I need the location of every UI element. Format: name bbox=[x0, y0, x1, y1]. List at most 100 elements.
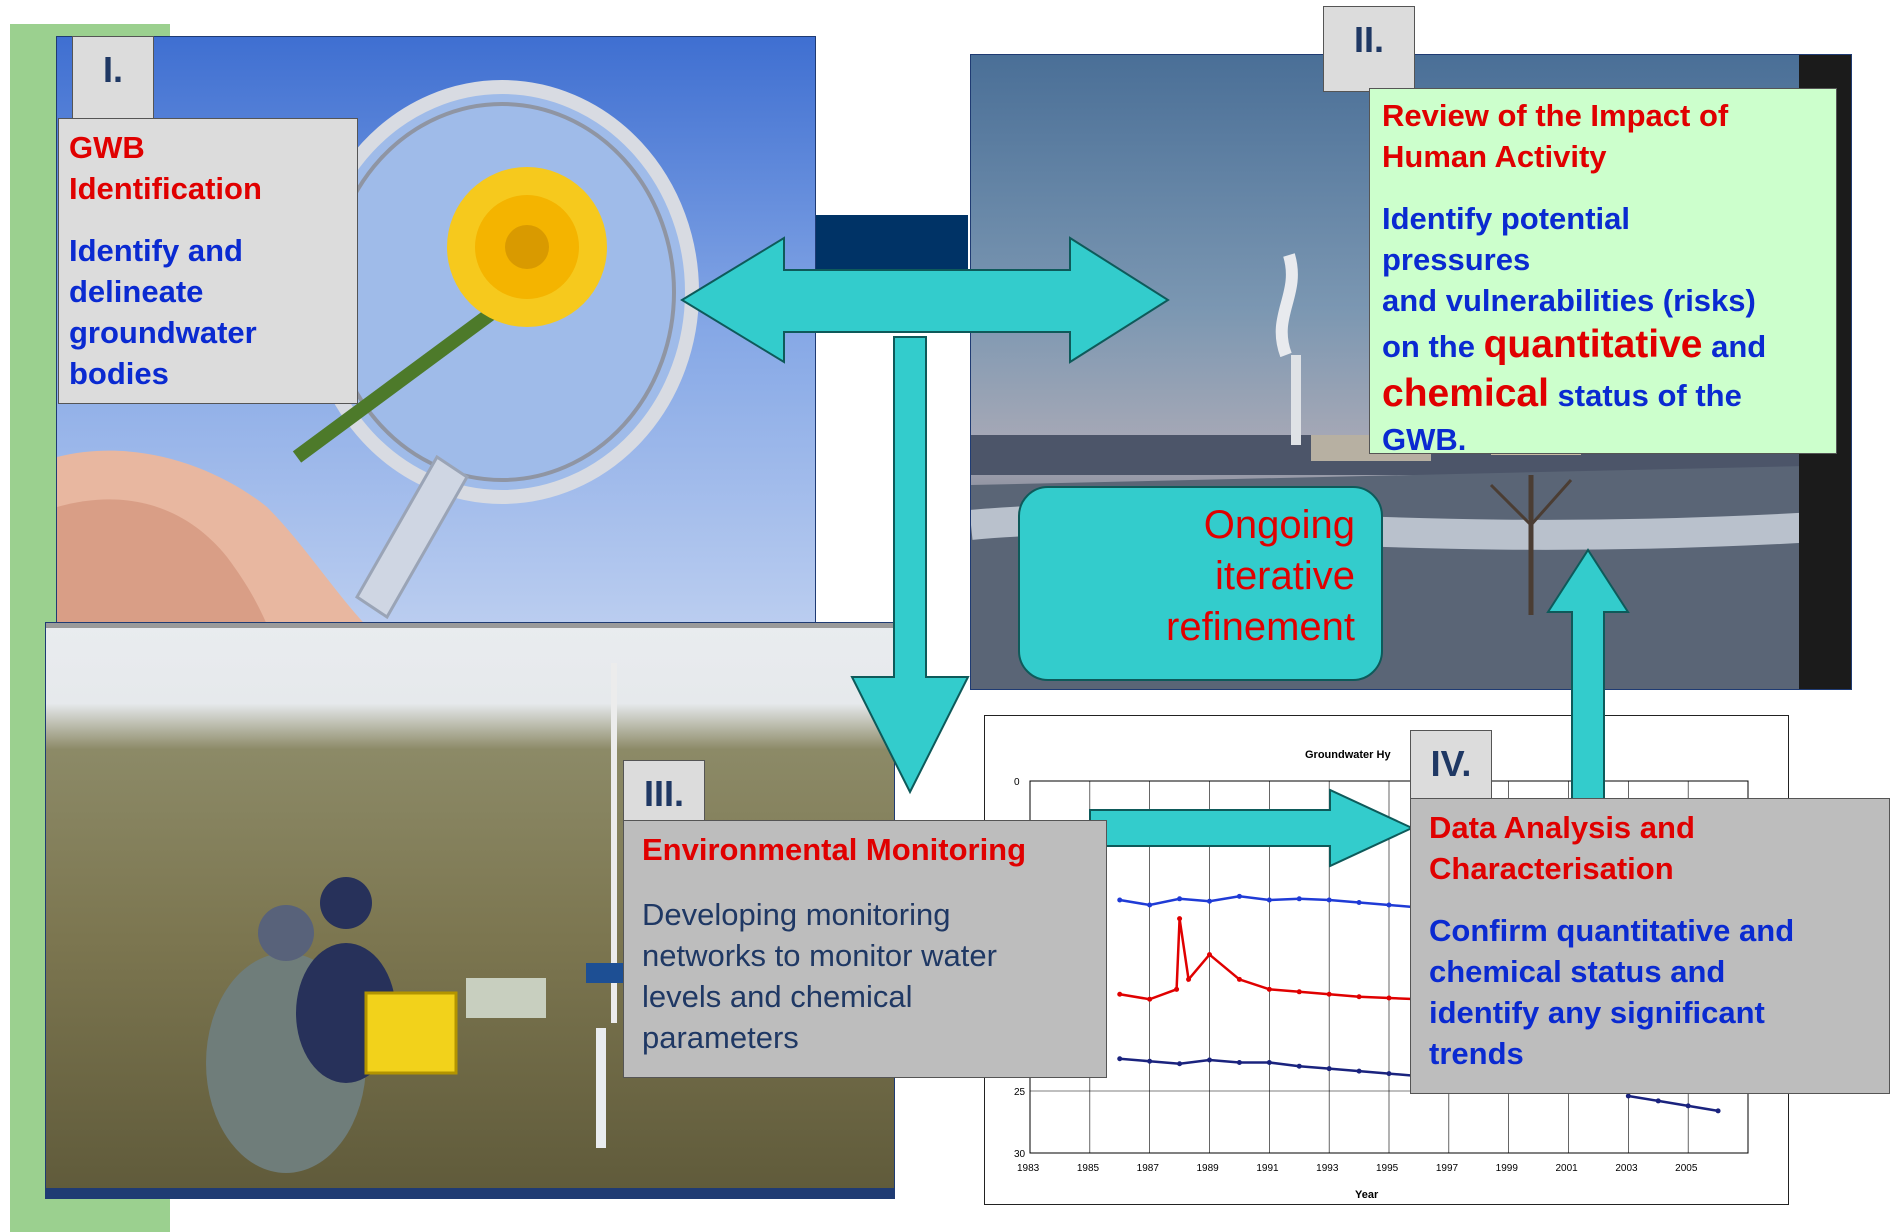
x-tick-label: 1985 bbox=[1077, 1163, 1100, 1174]
stage-2-body-line1: Identify potential bbox=[1382, 201, 1630, 236]
iterative-refinement-callout: Ongoing iterative refinement bbox=[1018, 486, 1383, 681]
x-tick-label: 1995 bbox=[1376, 1163, 1399, 1174]
stage-3-body-line2: networks to monitor water bbox=[642, 938, 997, 973]
series-point bbox=[1177, 916, 1183, 922]
chart-xlabel: Year bbox=[1355, 1189, 1379, 1201]
stage-4-body-line3: identify any significant bbox=[1429, 995, 1765, 1030]
series-point bbox=[1147, 902, 1153, 908]
stage-4-body-line1: Confirm quantitative and bbox=[1429, 913, 1795, 948]
series-point bbox=[1326, 897, 1332, 903]
series-point bbox=[1117, 991, 1123, 997]
series-point bbox=[1236, 976, 1242, 982]
x-tick-label: 2003 bbox=[1615, 1163, 1638, 1174]
double-arrow bbox=[680, 236, 1170, 364]
stage-4-box: Data Analysis and Characterisation Confi… bbox=[1410, 798, 1890, 1094]
stage-2-body-line6: GWB. bbox=[1382, 422, 1467, 454]
series-point bbox=[1207, 1057, 1212, 1063]
stage-2-body-line3: and vulnerabilities (risks) bbox=[1382, 283, 1756, 318]
series-point bbox=[1147, 996, 1153, 1002]
series-point bbox=[1186, 976, 1192, 982]
stage-1-title-line2: Identification bbox=[69, 171, 262, 206]
series-point bbox=[1236, 893, 1242, 899]
callout-line2: iterative bbox=[1214, 554, 1355, 598]
y-tick-label: 25 bbox=[1014, 1087, 1026, 1098]
series-point bbox=[1266, 986, 1272, 992]
x-tick-label: 1997 bbox=[1436, 1163, 1459, 1174]
stage-3-number: III. bbox=[643, 773, 684, 814]
series-point bbox=[1296, 989, 1302, 995]
series-point bbox=[1356, 994, 1362, 1000]
down-arrow bbox=[850, 336, 970, 795]
stage-2-title-line2: Human Activity bbox=[1382, 139, 1607, 174]
series-point bbox=[1625, 1093, 1631, 1099]
stage-2-chemical: chemical bbox=[1382, 372, 1549, 415]
stage-2-body-line2: pressures bbox=[1382, 242, 1531, 277]
stage-1-body-line1: Identify and bbox=[69, 233, 243, 268]
series-point bbox=[1177, 896, 1183, 902]
stage-1-body-line3: groundwater bbox=[69, 315, 257, 350]
x-tick-label: 1983 bbox=[1017, 1163, 1040, 1174]
series-point bbox=[1207, 898, 1212, 904]
stage-3-body-line4: parameters bbox=[642, 1020, 799, 1055]
series-point bbox=[1147, 1058, 1153, 1064]
series-point bbox=[1174, 986, 1180, 992]
up-arrow bbox=[1546, 548, 1630, 821]
series-point bbox=[1296, 1063, 1302, 1069]
series-point bbox=[1236, 1059, 1242, 1065]
stage-1-title-line1: GWB bbox=[69, 130, 145, 165]
x-tick-label: 1989 bbox=[1197, 1163, 1220, 1174]
y-tick-label: 0 bbox=[1014, 777, 1020, 788]
series-point bbox=[1207, 952, 1212, 958]
stage-4-body-line2: chemical status and bbox=[1429, 954, 1726, 989]
series-point bbox=[1386, 902, 1392, 908]
stage-2-body-line5: chemical status of the bbox=[1382, 370, 1836, 419]
stage-2-quantitative: quantitative bbox=[1483, 323, 1703, 366]
stage-3-body-line3: levels and chemical bbox=[642, 979, 913, 1014]
y-tick-label: 30 bbox=[1014, 1149, 1026, 1160]
stage-3-body-line1: Developing monitoring bbox=[642, 897, 951, 932]
stage-1-label-box: I. bbox=[72, 36, 154, 122]
chart-title: Groundwater Hy bbox=[1305, 749, 1391, 761]
series-point bbox=[1266, 1059, 1272, 1065]
series-point bbox=[1326, 1066, 1332, 1072]
x-tick-label: 1991 bbox=[1256, 1163, 1279, 1174]
series-point bbox=[1356, 1068, 1362, 1074]
series-point bbox=[1117, 897, 1123, 903]
series-line-3 bbox=[1628, 1094, 1719, 1113]
stage-2-body-line4c: and bbox=[1702, 329, 1767, 364]
x-tick-label: 1993 bbox=[1316, 1163, 1339, 1174]
series-point bbox=[1326, 991, 1332, 997]
series-line-2 bbox=[1119, 1057, 1449, 1080]
stage-2-body-line5b: status of the bbox=[1548, 378, 1742, 413]
stage-3-box: Environmental Monitoring Developing moni… bbox=[623, 820, 1107, 1078]
series-point bbox=[1386, 1071, 1392, 1077]
stage-2-number: II. bbox=[1353, 19, 1384, 60]
stage-4-title-line2: Characterisation bbox=[1429, 851, 1674, 886]
x-tick-label: 2001 bbox=[1556, 1163, 1579, 1174]
x-tick-label: 1999 bbox=[1496, 1163, 1519, 1174]
stage-4-body-line4: trends bbox=[1429, 1036, 1524, 1071]
series-point bbox=[1266, 897, 1272, 903]
series-point bbox=[1296, 896, 1302, 902]
stage-1-body-line2: delineate bbox=[69, 274, 204, 309]
stage-4-number: IV. bbox=[1430, 743, 1472, 784]
stage-2-body-line4a: on the bbox=[1382, 329, 1484, 364]
stage-4-title-line1: Data Analysis and bbox=[1429, 810, 1695, 845]
stage-2-box: Review of the Impact of Human Activity I… bbox=[1369, 88, 1837, 454]
callout-line1: Ongoing bbox=[1203, 503, 1355, 547]
stage-1-number: I. bbox=[102, 49, 123, 90]
stage-2-label-box: II. bbox=[1323, 6, 1415, 92]
series-point bbox=[1655, 1098, 1661, 1104]
x-tick-label: 1987 bbox=[1137, 1163, 1160, 1174]
series-point bbox=[1356, 900, 1362, 906]
stage-2-title-line1: Review of the Impact of bbox=[1382, 98, 1729, 133]
callout-line3: refinement bbox=[1166, 605, 1355, 649]
series-point bbox=[1117, 1056, 1123, 1062]
field-illustration bbox=[46, 623, 894, 1198]
series-point bbox=[1715, 1108, 1721, 1114]
stage-1-body-line4: bodies bbox=[69, 356, 169, 391]
x-tick-label: 2005 bbox=[1675, 1163, 1698, 1174]
series-point bbox=[1386, 995, 1392, 1001]
series-point bbox=[1685, 1103, 1691, 1109]
